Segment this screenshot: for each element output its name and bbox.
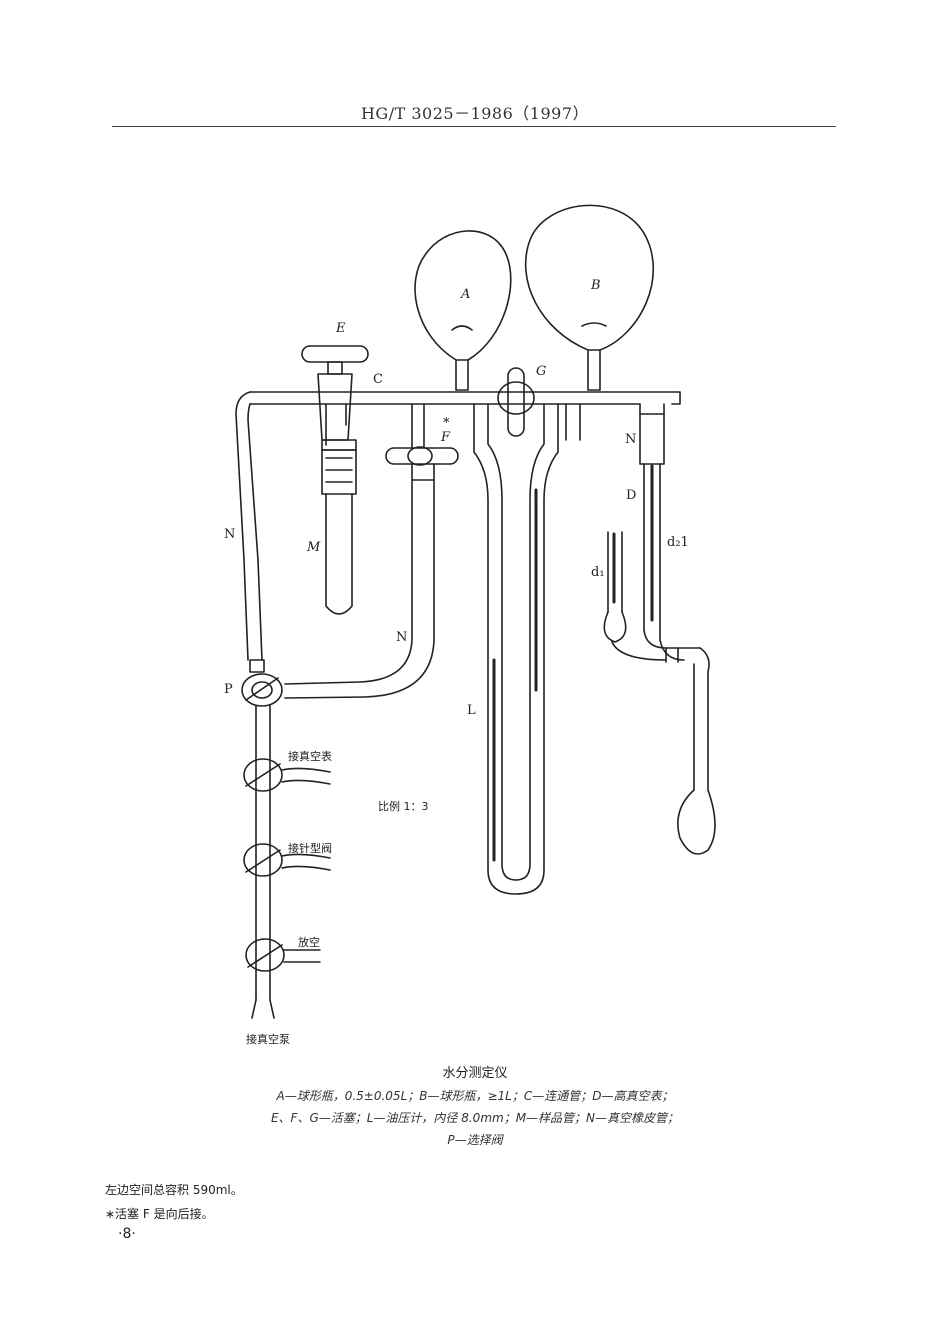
- stopcock-g: [497, 367, 535, 437]
- rubber-tube-n-middle: [284, 479, 435, 699]
- selector-valve-p: [241, 659, 283, 707]
- label-e: E: [336, 321, 346, 336]
- bulb-b: [524, 204, 655, 391]
- rubber-tube-n-left: [235, 391, 263, 661]
- label-d2: d₂1: [667, 535, 689, 550]
- figure-legend-line-2: E、F、G—活塞；L—油压计，内径 8.0mm；M—样品管；N—真空橡皮管；: [270, 1111, 680, 1125]
- figure-legend-line-3: P—选择阀: [447, 1133, 503, 1147]
- vacuum-line: [251, 705, 275, 1019]
- bulb-a: [414, 230, 512, 391]
- label-a: A: [461, 287, 471, 302]
- label-f-star: *: [443, 416, 450, 431]
- label-m: M: [307, 540, 321, 555]
- label-f: F: [441, 430, 451, 445]
- label-scale: 比例 1：3: [378, 800, 429, 813]
- label-b: B: [591, 278, 601, 293]
- valve-vent: [245, 938, 321, 972]
- label-d: D: [626, 488, 637, 503]
- page-number: ·8·: [118, 1226, 136, 1242]
- sample-tube-m: [321, 449, 357, 615]
- valve-needle: [243, 843, 331, 877]
- vacuum-gauge-d: [603, 403, 716, 855]
- note-total-volume: 左边空间总容积 590ml。: [105, 1183, 243, 1197]
- manometer-l: [473, 403, 581, 895]
- label-l: L: [467, 703, 476, 718]
- label-p: P: [224, 682, 233, 697]
- note-stopcock-f: ∗活塞 F 是向后接。: [105, 1207, 214, 1221]
- header-rule: [112, 126, 836, 127]
- label-n-left: N: [224, 527, 236, 542]
- label-vacuum-pump-connection: 接真空泵: [246, 1033, 290, 1046]
- label-d1: d₁: [591, 565, 605, 580]
- figure-title: 水分测定仪: [442, 1066, 508, 1081]
- valve-vacuum-gauge: [243, 758, 331, 792]
- standard-header: HG/T 3025－1986（1997）: [360, 104, 590, 123]
- label-c: C: [373, 372, 383, 387]
- manifold-c: [249, 391, 681, 405]
- stopcock-f-line: [385, 403, 459, 481]
- figure-legend-line-1: A—球形瓶，0.5±0.05L；B—球形瓶，≥1L；C—连通管；D—高真空表；: [276, 1089, 674, 1103]
- label-vacuum-gauge-connection: 接真空表: [288, 750, 332, 763]
- label-n-right: N: [625, 432, 637, 447]
- label-g: G: [536, 364, 547, 379]
- label-n-middle: N: [396, 630, 408, 645]
- label-needle-valve-connection: 接针型阀: [288, 842, 332, 855]
- label-vent: 放空: [298, 936, 320, 949]
- stopcock-e: [301, 345, 369, 451]
